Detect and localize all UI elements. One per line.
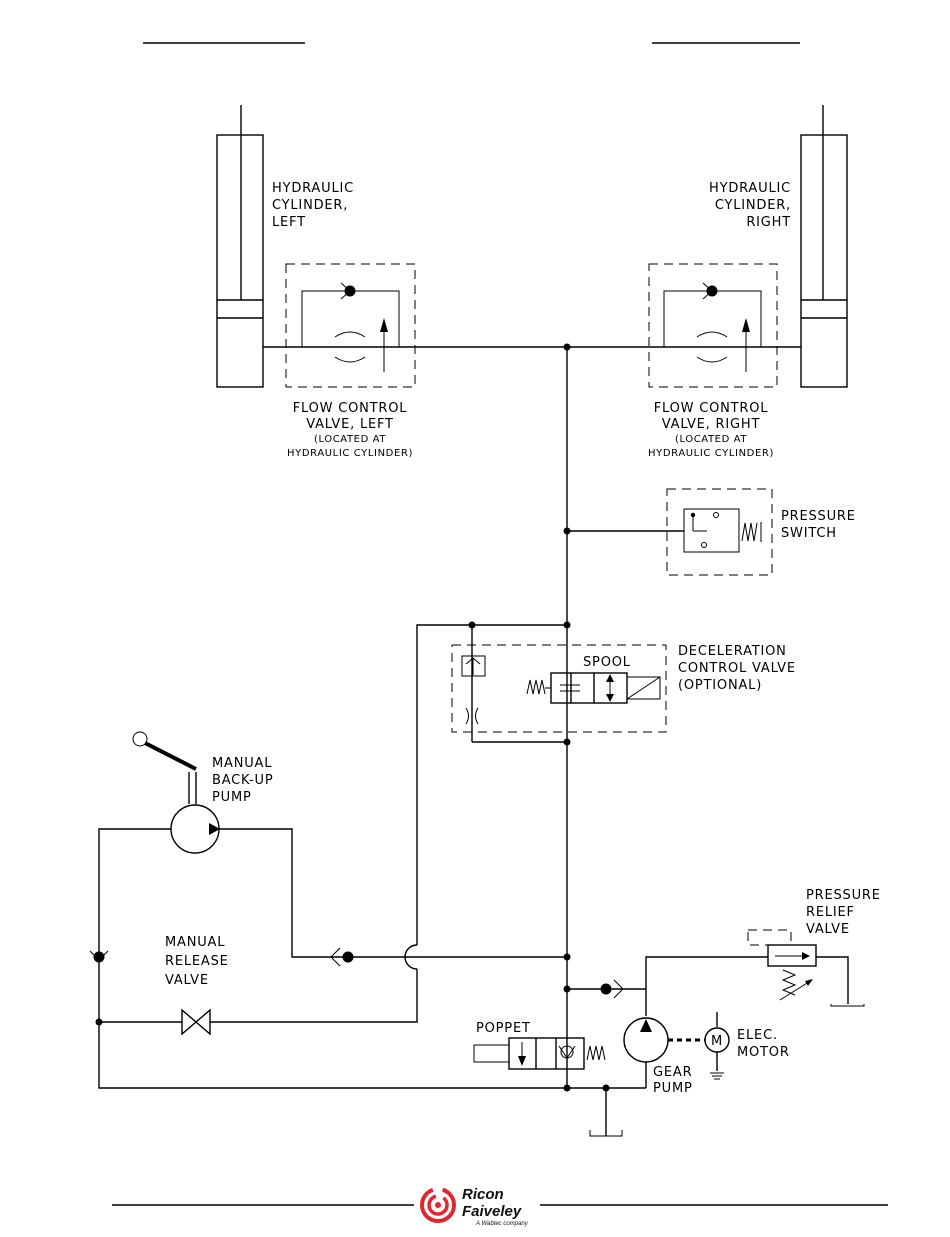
svg-text:MOTOR: MOTOR [737, 1045, 790, 1060]
svg-text:HYDRAULIC CYLINDER): HYDRAULIC CYLINDER) [287, 448, 413, 459]
svg-text:VALVE: VALVE [165, 973, 209, 988]
junction-dot [563, 343, 571, 351]
poppet-valve [473, 1037, 606, 1070]
svg-text:SWITCH: SWITCH [781, 526, 837, 541]
svg-text:FLOW CONTROL: FLOW CONTROL [293, 401, 408, 416]
manual-release-valve [181, 1008, 211, 1036]
svg-text:RELIEF: RELIEF [806, 905, 855, 920]
pump-arrow-icon [209, 823, 220, 835]
check-valve-left [89, 950, 109, 963]
deceleration-control-valve [451, 644, 667, 733]
check-valve-manual-pump [330, 947, 354, 967]
label-deceleration-valve: DECELERATION CONTROL VALVE (OPTIONAL) [678, 644, 796, 693]
arrow-up-icon [742, 318, 750, 332]
svg-text:MANUAL: MANUAL [212, 756, 272, 771]
svg-text:Ricon: Ricon [462, 1186, 504, 1203]
label-fcv-right: FLOW CONTROL VALVE, RIGHT (LOCATED AT HY… [648, 401, 774, 459]
junction-dot [563, 621, 571, 629]
svg-text:RELEASE: RELEASE [165, 954, 229, 969]
svg-text:HYDRAULIC: HYDRAULIC [709, 181, 791, 196]
svg-text:MANUAL: MANUAL [165, 935, 225, 950]
release-line [210, 969, 418, 1023]
label-pressure-relief: PRESSURE RELIEF VALVE [806, 888, 881, 937]
label-elec-motor: ELEC. MOTOR [737, 1028, 790, 1060]
lever-knob-icon [132, 731, 148, 747]
svg-text:VALVE: VALVE [806, 922, 850, 937]
junction-dot [563, 738, 571, 746]
label-gear-pump: GEAR PUMP [653, 1065, 693, 1096]
svg-text:LEFT: LEFT [272, 215, 306, 230]
label-pressure-switch: PRESSURE SWITCH [781, 509, 856, 541]
svg-text:PUMP: PUMP [653, 1081, 693, 1096]
svg-text:Faiveley: Faiveley [462, 1203, 522, 1220]
svg-text:VALVE, RIGHT: VALVE, RIGHT [662, 417, 760, 432]
svg-text:PRESSURE: PRESSURE [806, 888, 881, 903]
flow-control-valve-left [285, 263, 416, 388]
electric-motor: M [704, 1012, 730, 1080]
svg-text:ELEC.: ELEC. [737, 1028, 778, 1043]
bypass-line [416, 624, 567, 945]
manual-pump-output-line [219, 828, 567, 958]
gear-pump [623, 1017, 669, 1063]
flow-control-valve-right [648, 263, 778, 388]
relief-supply-line [645, 956, 768, 1016]
pump-arrow-icon [640, 1019, 652, 1032]
svg-text:CYLINDER,: CYLINDER, [272, 198, 348, 213]
hydraulic-cylinder-left [216, 105, 264, 388]
svg-text:GEAR: GEAR [653, 1065, 692, 1080]
label-cylinder-left: HYDRAULIC CYLINDER, LEFT [272, 181, 354, 230]
svg-text:PRESSURE: PRESSURE [781, 509, 856, 524]
junction-dot [563, 953, 571, 961]
check-valve-gear-pump [600, 979, 624, 999]
hydraulic-cylinder-right [800, 105, 848, 388]
svg-text:CYLINDER,: CYLINDER, [715, 198, 791, 213]
label-cylinder-right: HYDRAULIC CYLINDER, RIGHT [709, 181, 791, 230]
label-manual-release: MANUAL RELEASE VALVE [165, 935, 229, 988]
svg-text:DECELERATION: DECELERATION [678, 644, 787, 659]
label-manual-pump: MANUAL BACK-UP PUMP [212, 756, 273, 805]
svg-text:HYDRAULIC: HYDRAULIC [272, 181, 354, 196]
svg-text:RIGHT: RIGHT [746, 215, 791, 230]
label-poppet: POPPET [476, 1021, 531, 1036]
label-fcv-left: FLOW CONTROL VALVE, LEFT (LOCATED AT HYD… [287, 401, 413, 459]
svg-text:(LOCATED AT: (LOCATED AT [675, 434, 747, 445]
pressure-relief-valve [747, 929, 865, 1007]
arrow-up-icon [380, 318, 388, 332]
svg-text:M: M [711, 1034, 723, 1049]
ricon-faiveley-logo: Ricon Faiveley A Wabtec company [420, 1186, 529, 1227]
tank-icon [589, 1130, 623, 1137]
svg-text:HYDRAULIC CYLINDER): HYDRAULIC CYLINDER) [648, 448, 774, 459]
svg-text:(LOCATED AT: (LOCATED AT [314, 434, 386, 445]
svg-text:BACK-UP: BACK-UP [212, 773, 273, 788]
svg-text:PUMP: PUMP [212, 790, 252, 805]
svg-text:VALVE, LEFT: VALVE, LEFT [306, 417, 394, 432]
manual-backup-pump [132, 731, 220, 854]
svg-text:CONTROL VALVE: CONTROL VALVE [678, 661, 796, 676]
svg-text:(OPTIONAL): (OPTIONAL) [678, 678, 762, 693]
svg-text:FLOW CONTROL: FLOW CONTROL [654, 401, 769, 416]
label-spool: SPOOL [583, 655, 631, 670]
pressure-switch [666, 488, 773, 576]
svg-text:A Wabtec company: A Wabtec company [475, 1221, 529, 1227]
